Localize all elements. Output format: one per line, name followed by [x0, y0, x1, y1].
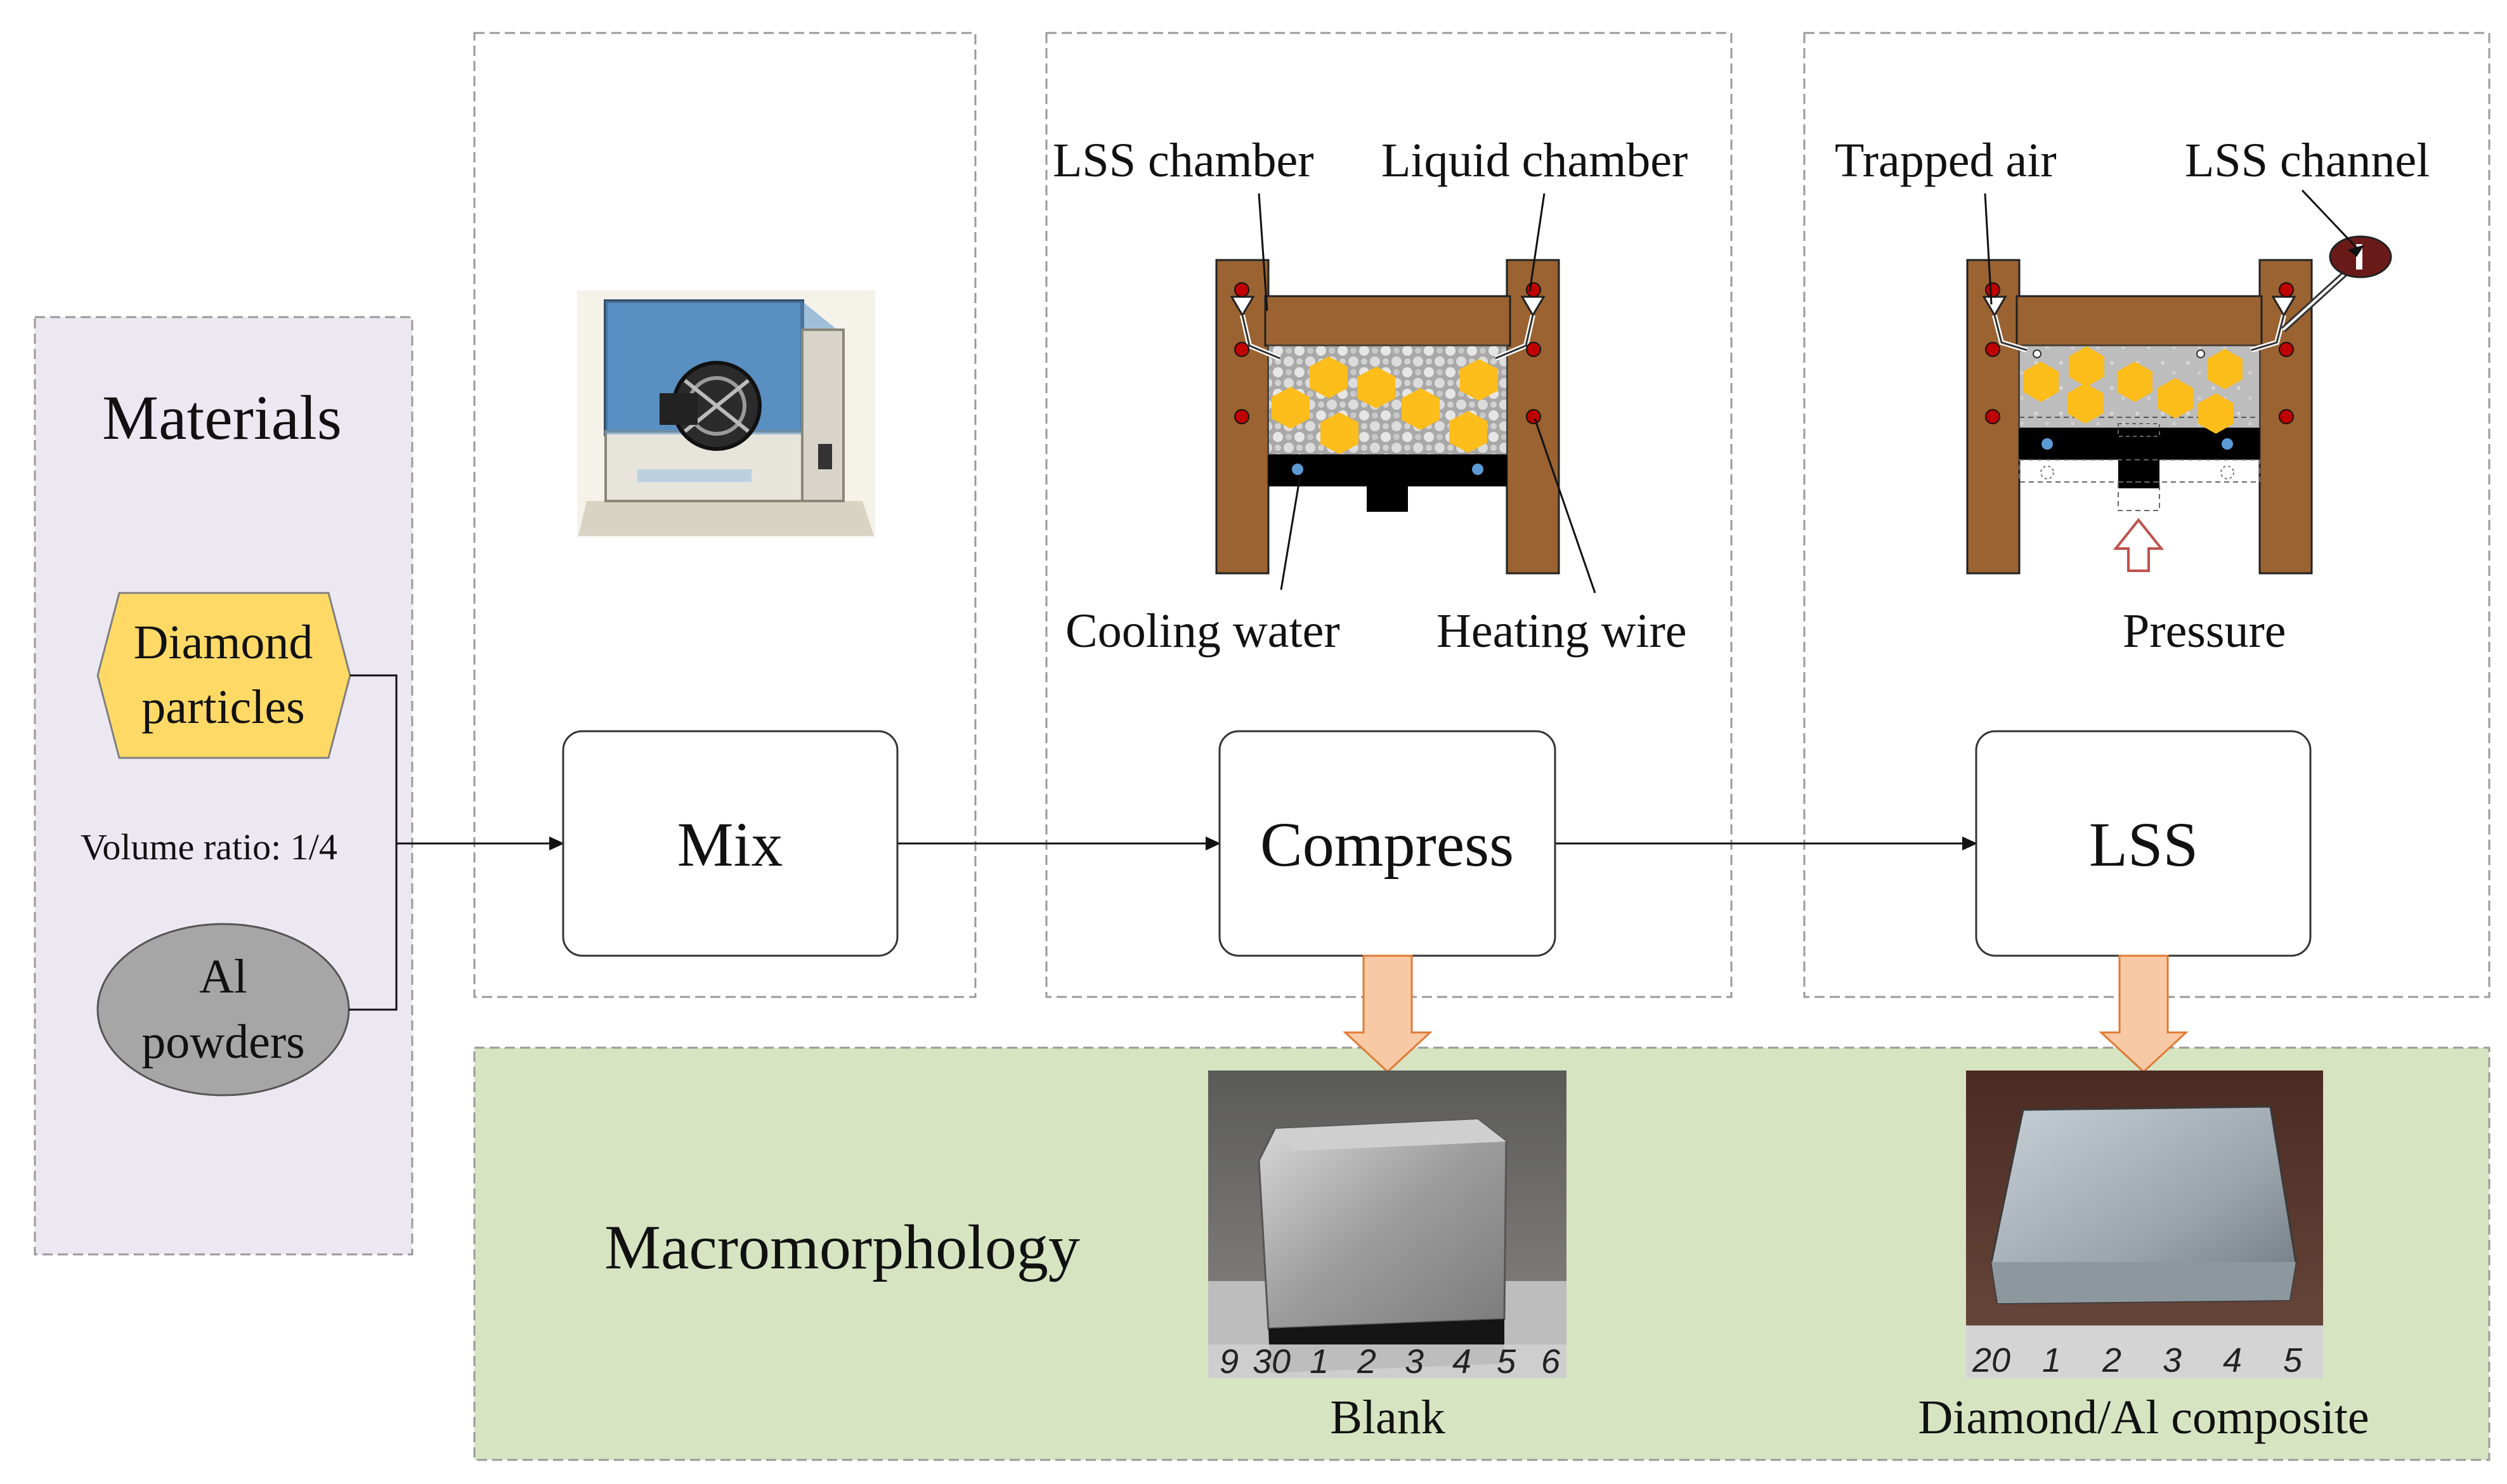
- diamond-label-line2: particles: [141, 680, 304, 734]
- al-label-line1: Al: [199, 950, 247, 1003]
- heating-wire-label: Heating wire: [1436, 604, 1687, 658]
- compress-punch: [1264, 295, 1511, 347]
- svg-text:3: 3: [1405, 1343, 1424, 1381]
- materials-title: Materials: [102, 382, 342, 453]
- compress-panel: [1045, 32, 1733, 998]
- svg-text:1: 1: [2042, 1341, 2061, 1379]
- pressure-label: Pressure: [2123, 604, 2286, 658]
- svg-text:2: 2: [1357, 1343, 1376, 1381]
- lss-punch: [2015, 295, 2263, 347]
- diamond-particles-node: [96, 592, 351, 759]
- mix-step-box: [562, 730, 899, 957]
- arrowhead-lss: [1962, 836, 1977, 850]
- compress-heating-wires: [1234, 282, 1541, 424]
- mixer-photo: [577, 290, 875, 538]
- lss-to-composite-arrow: [2099, 954, 2189, 1074]
- svg-text:5: 5: [2283, 1341, 2303, 1379]
- compress-to-blank-arrow: [1343, 954, 1433, 1074]
- blank-caption: Blank: [1330, 1391, 1445, 1444]
- mix-panel: [473, 32, 977, 998]
- lss-step-label: LSS: [2089, 809, 2198, 880]
- mix-step-label: Mix: [677, 809, 783, 880]
- svg-text:3: 3: [2163, 1341, 2182, 1379]
- trapped-air-label: Trapped air: [1835, 134, 2057, 187]
- lss-panel: [1803, 32, 2491, 998]
- lss-bottom-stem: [2118, 460, 2159, 488]
- lss-cooling-water: [2041, 438, 2233, 450]
- materials-panel: [34, 316, 413, 1256]
- lss-diamonds: [2023, 346, 2243, 434]
- blank-ruler: 9 30 1 2 3 4 5 6: [1208, 1343, 1566, 1381]
- lss-chamber-label: LSS chamber: [1053, 134, 1314, 187]
- al-label-line2: powders: [141, 1015, 305, 1069]
- svg-text:20: 20: [1972, 1341, 2010, 1379]
- svg-text:6: 6: [1541, 1343, 1561, 1381]
- lss-schematic: [1966, 189, 2392, 575]
- compress-diamonds: [1272, 356, 1498, 454]
- svg-text:30: 30: [1253, 1343, 1291, 1381]
- svg-text:4: 4: [2223, 1341, 2242, 1379]
- macromorphology-title: Macromorphology: [604, 1212, 1080, 1282]
- lss-heating-wires: [1985, 282, 2294, 424]
- blank-photo: 9 30 1 2 3 4 5 6: [1208, 1071, 1566, 1381]
- svg-text:4: 4: [1452, 1343, 1471, 1381]
- svg-text:5: 5: [1497, 1343, 1516, 1381]
- liquid-chamber-label: Liquid chamber: [1381, 134, 1688, 187]
- arrowhead-mix: [549, 836, 564, 850]
- diamond-label-line1: Diamond: [134, 616, 313, 669]
- compress-schematic: [1215, 193, 1596, 594]
- compress-bottom-stem: [1367, 486, 1408, 512]
- composite-photo: 20 1 2 3 4 5: [1966, 1071, 2323, 1379]
- compress-leader-lines: [1258, 193, 1596, 594]
- volume-ratio-label: Volume ratio: 1/4: [81, 826, 337, 868]
- lss-bottom-plate: [2019, 428, 2260, 460]
- cooling-water-label: Cooling water: [1065, 604, 1340, 658]
- svg-text:9: 9: [1220, 1343, 1239, 1381]
- pressure-arrow: [2113, 517, 2165, 572]
- compress-bottom-plate: [1268, 455, 1507, 486]
- svg-text:2: 2: [2102, 1341, 2121, 1379]
- lss-channel-label: LSS channel: [2185, 134, 2430, 187]
- composite-caption: Diamond/Al composite: [1918, 1391, 2369, 1444]
- composite-ruler: 20 1 2 3 4 5: [1966, 1325, 2323, 1379]
- compress-cooling-water: [1292, 464, 1483, 475]
- arrowhead-compress: [1206, 836, 1221, 850]
- compress-step-label: Compress: [1260, 809, 1514, 880]
- svg-text:1: 1: [1310, 1343, 1329, 1381]
